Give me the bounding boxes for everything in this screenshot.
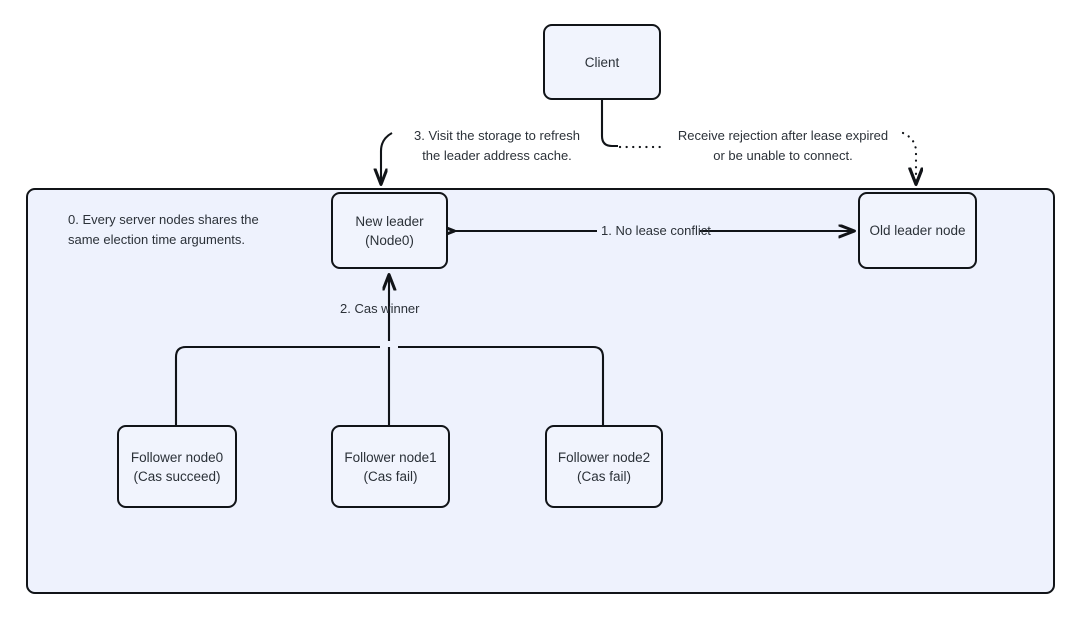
edge-label-cas-winner: 2. Cas winner bbox=[340, 301, 420, 316]
node-new-leader-line1: New leader bbox=[355, 213, 424, 229]
node-follower-0[interactable]: Follower node0 (Cas succeed) bbox=[117, 425, 237, 508]
node-client-label: Client bbox=[584, 54, 620, 70]
edge-refresh-to-new-leader bbox=[381, 132, 393, 184]
note-server-cluster: 0. Every server nodes shares the same el… bbox=[68, 212, 259, 247]
node-follower-0-line1: Follower node0 bbox=[130, 449, 224, 465]
edge-label-no-lease-conflict: 1. No lease conflict bbox=[601, 223, 711, 238]
note-rejection: Receive rejection after lease expired or… bbox=[677, 128, 889, 163]
node-old-leader[interactable]: Old leader node bbox=[858, 192, 977, 269]
node-follower-2-line2: (Cas fail) bbox=[576, 468, 631, 484]
edge-client-to-rejection-path bbox=[600, 100, 618, 148]
node-follower-1-line2: (Cas fail) bbox=[363, 468, 418, 484]
node-follower-1-line1: Follower node1 bbox=[344, 449, 437, 465]
note-refresh-cache: 3. Visit the storage to refresh the lead… bbox=[414, 128, 580, 163]
node-client[interactable]: Client bbox=[543, 24, 661, 100]
node-new-leader-line2: (Node0) bbox=[365, 232, 414, 248]
node-follower-2[interactable]: Follower node2 (Cas fail) bbox=[545, 425, 663, 508]
node-old-leader-label: Old leader node bbox=[869, 223, 966, 238]
node-new-leader[interactable]: New leader (Node0) bbox=[331, 192, 448, 269]
node-follower-1[interactable]: Follower node1 (Cas fail) bbox=[331, 425, 450, 508]
node-follower-0-line2: (Cas succeed) bbox=[133, 468, 221, 484]
node-follower-2-line1: Follower node2 bbox=[557, 449, 651, 465]
